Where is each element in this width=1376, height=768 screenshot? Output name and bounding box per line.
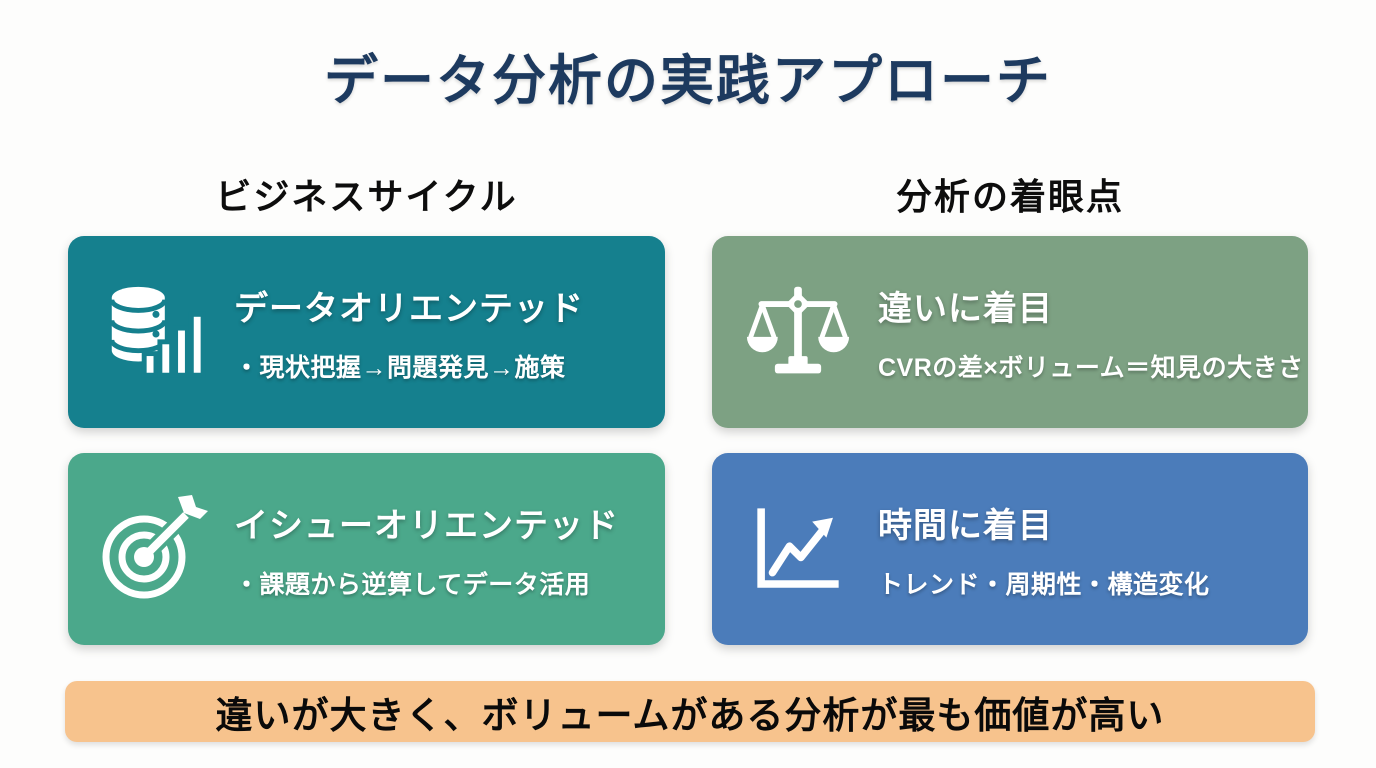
card-subtitle: ・課題から逆算してデータ活用: [234, 570, 591, 599]
conclusion-text: 違いが大きく、ボリュームがある分析が最も価値が高い: [215, 694, 1165, 736]
target-arrow-icon: [98, 484, 210, 614]
card-subtitle: ・現状把握→問題発見→施策: [234, 353, 566, 382]
database-chart-icon: [98, 267, 210, 397]
card-subtitle: トレンド・周期性・構造変化: [878, 570, 1210, 599]
balance-scale-icon: [742, 267, 854, 397]
conclusion-banner: 違いが大きく、ボリュームがある分析が最も価値が高い: [65, 681, 1315, 742]
card-difference-focus: 違いに着目 CVRの差×ボリューム＝知見の大きさ: [712, 236, 1308, 428]
card-subtitle: CVRの差×ボリューム＝知見の大きさ: [878, 353, 1304, 382]
column-header-business-cycle: ビジネスサイクル: [215, 176, 518, 217]
card-title: 違いに着目: [878, 289, 1053, 328]
page-title: データ分析の実践アプローチ: [324, 51, 1052, 111]
card-title: データオリエンテッド: [234, 289, 584, 328]
card-issue-oriented: イシューオリエンテッド ・課題から逆算してデータ活用: [68, 453, 665, 645]
card-title: 時間に着目: [878, 506, 1053, 545]
card-data-oriented: データオリエンテッド ・現状把握→問題発見→施策: [68, 236, 665, 428]
line-chart-icon: [742, 484, 854, 614]
card-time-focus: 時間に着目 トレンド・周期性・構造変化: [712, 453, 1308, 645]
card-title: イシューオリエンテッド: [234, 506, 619, 545]
column-header-analysis-focus: 分析の着眼点: [895, 176, 1124, 217]
